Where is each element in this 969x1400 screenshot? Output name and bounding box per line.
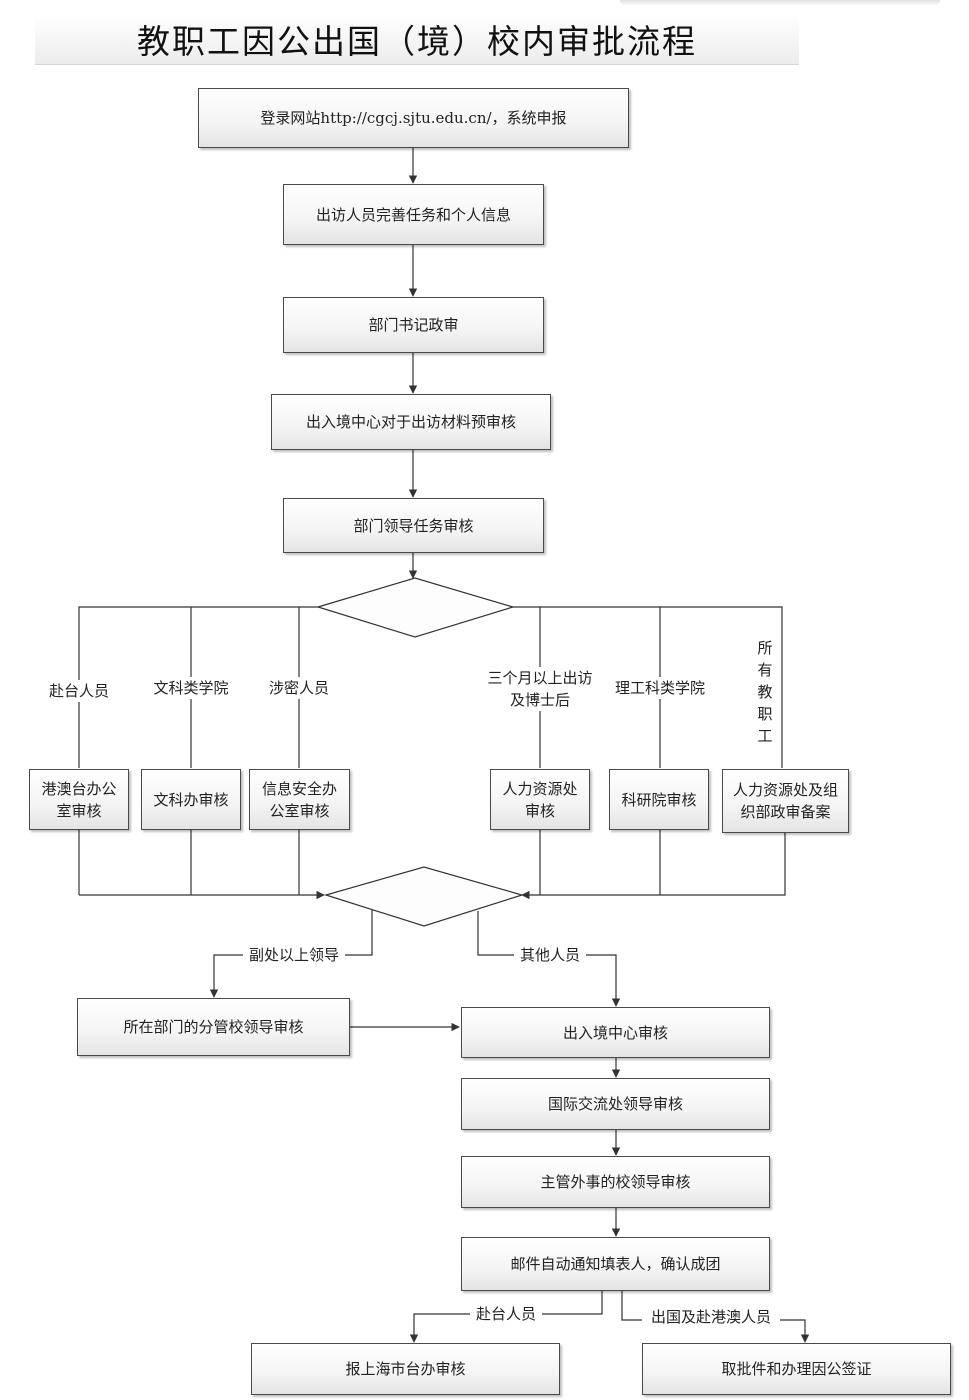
- label-science-eng: 理工科类学院: [606, 677, 714, 699]
- step-research-institute: 科研院审核: [609, 769, 709, 830]
- label-to-taiwan-final: 赴台人员: [470, 1303, 542, 1325]
- step-branch-leader: 所在部门的分管校领导审核: [77, 998, 350, 1056]
- step-liberal-office: 文科办审核: [141, 769, 241, 830]
- step-email-notify: 邮件自动通知填表人，确认成团: [461, 1237, 770, 1291]
- step-hr-org: 人力资源处及组 织部政审备案: [722, 769, 849, 833]
- decision-diamond-top: [315, 577, 516, 638]
- label-vice-director: 副处以上领导: [243, 944, 345, 966]
- step-hmt-office: 港澳台办公 室审核: [29, 769, 129, 830]
- step-hr-office: 人力资源处 审核: [490, 769, 590, 830]
- page-title: 教职工因公出国（境）校内审批流程: [137, 22, 697, 61]
- label-classified: 涉密人员: [260, 677, 338, 699]
- decision-diamond-merge: [323, 866, 525, 927]
- branch-right-bus: [513, 606, 783, 768]
- label-all-staff: 所 有 教 职 工: [754, 637, 776, 747]
- step-precheck: 出入境中心对于出访材料预审核: [271, 394, 551, 450]
- step-intl-office: 国际交流处领导审核: [461, 1078, 770, 1130]
- step-foreign-affairs: 主管外事的校领导审核: [461, 1156, 770, 1208]
- label-long-term: 三个月以上出访 及博士后: [476, 667, 604, 711]
- label-to-taiwan: 赴台人员: [38, 680, 120, 702]
- label-abroad-hmt: 出国及赴港澳人员: [642, 1306, 780, 1328]
- merge-right-bus: [521, 833, 786, 900]
- title-banner: 教职工因公出国（境）校内审批流程: [35, 14, 799, 65]
- step-exit-center: 出入境中心审核: [461, 1007, 770, 1058]
- step-complete-info: 出访人员完善任务和个人信息: [283, 184, 544, 245]
- step-shanghai-taiwan: 报上海市台办审核: [251, 1343, 560, 1395]
- step-infosec-office: 信息安全办 公室审核: [249, 769, 350, 830]
- step-login: 登录网站http://cgcj.sjtu.edu.cn/，系统申报: [198, 88, 629, 148]
- step-dept-leader: 部门领导任务审核: [283, 498, 544, 553]
- label-liberal-arts: 文科类学院: [145, 677, 237, 699]
- label-others: 其他人员: [514, 944, 586, 966]
- branch-left-bus: [78, 606, 318, 768]
- step-secretary: 部门书记政审: [283, 297, 544, 353]
- top-decoration: [620, 0, 940, 6]
- step-visa: 取批件和办理因公签证: [642, 1343, 951, 1395]
